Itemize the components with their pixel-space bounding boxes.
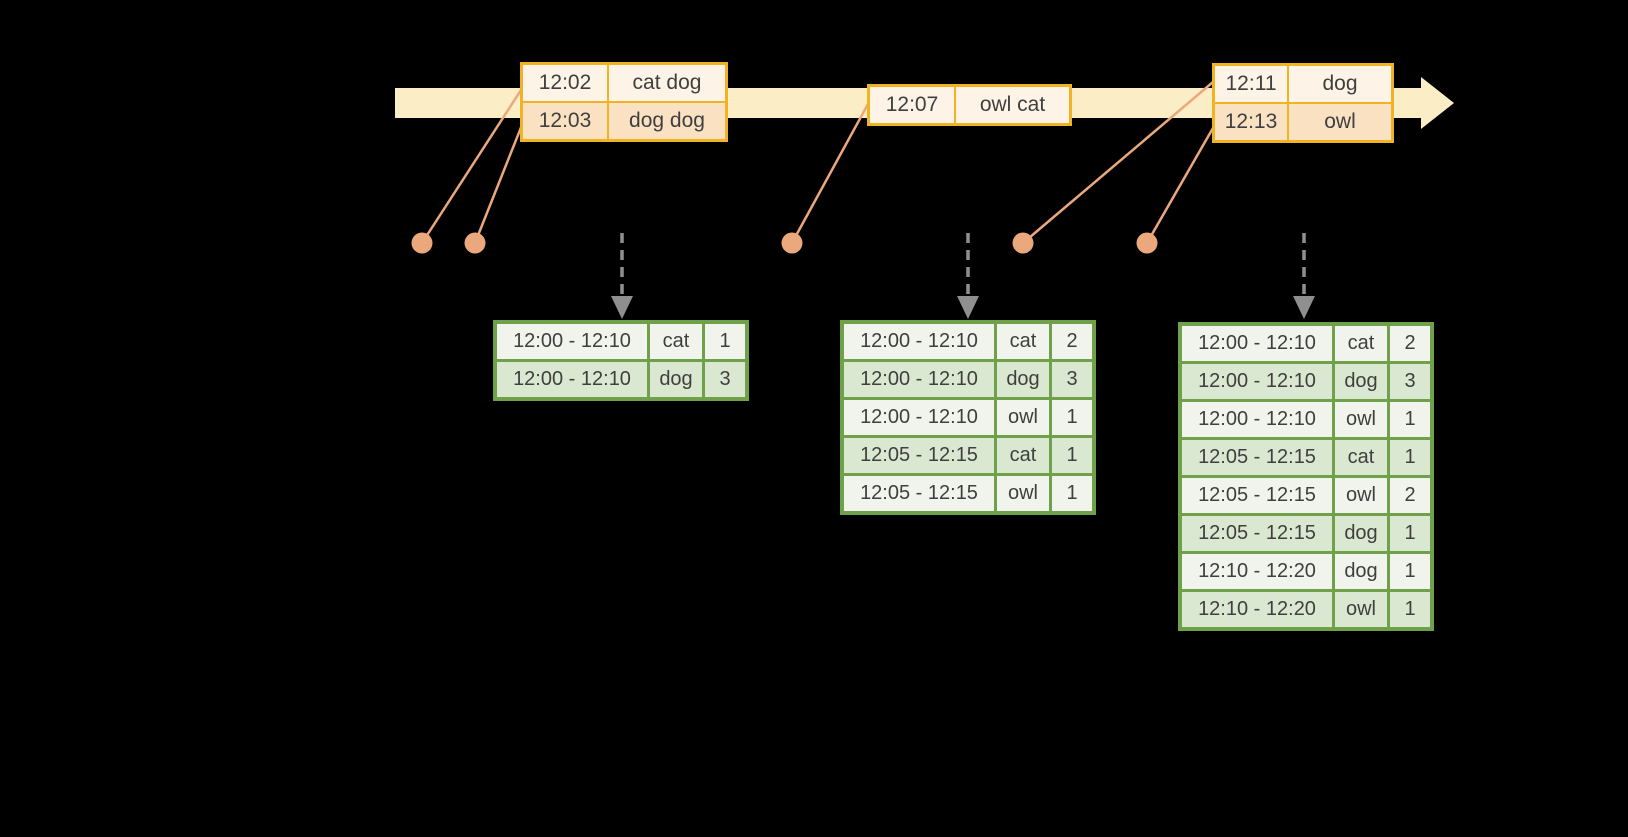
count-cell: 2 [1390, 326, 1430, 361]
word-cell: owl [1335, 402, 1387, 437]
event-table-1: 12:02 cat dog 12:03 dog dog [520, 62, 728, 142]
word-cell: cat [997, 438, 1049, 473]
window-cell: 12:00 - 12:10 [1182, 326, 1332, 361]
word-cell: dog [1335, 554, 1387, 589]
event-time-cell: 12:13 [1215, 104, 1287, 140]
count-cell: 1 [1390, 402, 1430, 437]
event-table-3: 12:11 dog 12:13 owl [1212, 63, 1394, 143]
event-connector-line [790, 103, 870, 244]
event-connector-line [1022, 81, 1214, 244]
event-words-cell: cat dog [609, 65, 725, 101]
event-words-cell: owl [1289, 104, 1391, 140]
window-cell: 12:10 - 12:20 [1182, 592, 1332, 627]
result-row: 12:00 - 12:10 cat 2 [1182, 326, 1430, 361]
window-cell: 12:00 - 12:10 [497, 362, 647, 397]
event-words-cell: dog [1289, 66, 1391, 102]
count-cell: 1 [1390, 592, 1430, 627]
result-row: 12:10 - 12:20 dog 1 [1182, 554, 1430, 589]
word-cell: dog [650, 362, 702, 397]
word-cell: owl [1335, 478, 1387, 513]
window-cell: 12:05 - 12:15 [844, 438, 994, 473]
count-cell: 1 [1052, 476, 1092, 511]
result-row: 12:05 - 12:15 cat 1 [844, 438, 1092, 473]
word-cell: owl [1335, 592, 1387, 627]
word-cell: owl [997, 476, 1049, 511]
window-cell: 12:00 - 12:10 [1182, 364, 1332, 399]
event-connector-line [1145, 127, 1215, 244]
window-cell: 12:00 - 12:10 [844, 324, 994, 359]
event-row: 12:11 dog [1215, 66, 1391, 102]
event-time-cell: 12:11 [1215, 66, 1287, 102]
event-time-dot [411, 232, 433, 254]
count-cell: 1 [1390, 516, 1430, 551]
count-cell: 3 [705, 362, 745, 397]
result-table-2: 12:00 - 12:10 cat 2 12:00 - 12:10 dog 3 … [840, 320, 1096, 515]
trigger-arrow-icon [611, 233, 633, 319]
result-row: 12:00 - 12:10 owl 1 [844, 400, 1092, 435]
window-cell: 12:05 - 12:15 [844, 476, 994, 511]
timeline-arrowhead-icon [1421, 77, 1454, 129]
window-cell: 12:05 - 12:15 [1182, 440, 1332, 475]
result-row: 12:05 - 12:15 owl 2 [1182, 478, 1430, 513]
result-row: 12:00 - 12:10 dog 3 [844, 362, 1092, 397]
word-cell: cat [1335, 326, 1387, 361]
trigger-arrow-icon [957, 233, 979, 319]
event-words-cell: dog dog [609, 103, 725, 139]
result-row: 12:05 - 12:15 dog 1 [1182, 516, 1430, 551]
word-cell: cat [650, 324, 702, 359]
count-cell: 1 [1052, 400, 1092, 435]
count-cell: 2 [1052, 324, 1092, 359]
result-row: 12:05 - 12:15 owl 1 [844, 476, 1092, 511]
word-cell: dog [997, 362, 1049, 397]
count-cell: 3 [1390, 364, 1430, 399]
trigger-arrow-icon [1293, 233, 1315, 319]
window-cell: 12:00 - 12:10 [1182, 402, 1332, 437]
result-row: 12:10 - 12:20 owl 1 [1182, 592, 1430, 627]
window-cell: 12:10 - 12:20 [1182, 554, 1332, 589]
window-cell: 12:05 - 12:15 [1182, 516, 1332, 551]
result-row: 12:05 - 12:15 cat 1 [1182, 440, 1430, 475]
event-time-cell: 12:07 [870, 87, 954, 123]
count-cell: 1 [705, 324, 745, 359]
result-row: 12:00 - 12:10 cat 1 [497, 324, 745, 359]
event-time-dot [781, 232, 803, 254]
count-cell: 1 [1390, 440, 1430, 475]
result-table-1: 12:00 - 12:10 cat 1 12:00 - 12:10 dog 3 [493, 320, 749, 401]
event-time-cell: 12:03 [523, 103, 607, 139]
event-time-dot [1012, 232, 1034, 254]
word-cell: owl [997, 400, 1049, 435]
event-row: 12:02 cat dog [523, 65, 725, 101]
event-time-cell: 12:02 [523, 65, 607, 101]
count-cell: 3 [1052, 362, 1092, 397]
event-table-2: 12:07 owl cat [867, 84, 1072, 126]
count-cell: 1 [1052, 438, 1092, 473]
event-row: 12:13 owl [1215, 104, 1391, 140]
result-row: 12:00 - 12:10 cat 2 [844, 324, 1092, 359]
event-row: 12:03 dog dog [523, 103, 725, 139]
event-row: 12:07 owl cat [870, 87, 1069, 123]
count-cell: 1 [1390, 554, 1430, 589]
event-time-dot [464, 232, 486, 254]
event-connector-line [473, 124, 524, 244]
result-row: 12:00 - 12:10 dog 3 [1182, 364, 1430, 399]
result-table-3: 12:00 - 12:10 cat 2 12:00 - 12:10 dog 3 … [1178, 322, 1434, 631]
word-cell: cat [997, 324, 1049, 359]
word-cell: dog [1335, 516, 1387, 551]
count-cell: 2 [1390, 478, 1430, 513]
window-cell: 12:00 - 12:10 [844, 362, 994, 397]
event-time-dot [1136, 232, 1158, 254]
window-cell: 12:00 - 12:10 [844, 400, 994, 435]
event-connector-line [420, 89, 523, 244]
window-cell: 12:00 - 12:10 [497, 324, 647, 359]
event-words-cell: owl cat [956, 87, 1069, 123]
result-row: 12:00 - 12:10 owl 1 [1182, 402, 1430, 437]
word-cell: dog [1335, 364, 1387, 399]
result-row: 12:00 - 12:10 dog 3 [497, 362, 745, 397]
word-cell: cat [1335, 440, 1387, 475]
window-cell: 12:05 - 12:15 [1182, 478, 1332, 513]
